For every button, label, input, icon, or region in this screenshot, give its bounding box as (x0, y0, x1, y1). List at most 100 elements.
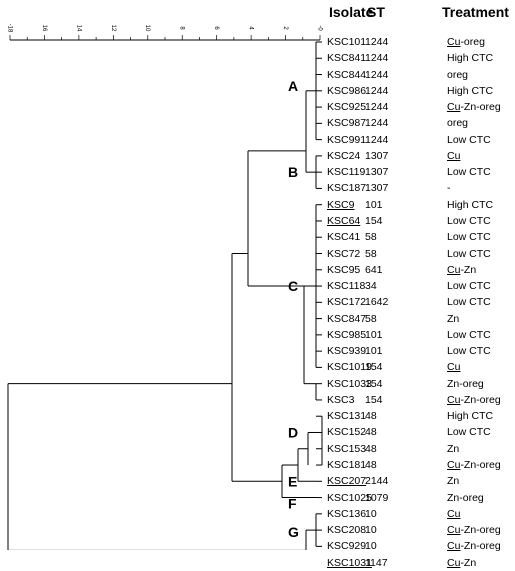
treatment: Cu-Zn-oreg (447, 392, 501, 408)
treatment: Cu-Zn-oreg (447, 538, 501, 554)
treatment-rest: High CTC (447, 410, 494, 423)
treatment: Low CTC (447, 213, 491, 229)
treatment: Cu (447, 148, 460, 164)
sequence-type: 10 (365, 540, 377, 553)
treatment-rest: -Zn-oreg (460, 459, 501, 472)
treatment-rest: -Zn-oreg (460, 540, 501, 553)
treatment-rest: Low CTC (447, 345, 491, 358)
isolate-name: KSC101 (327, 36, 367, 48)
treatment: Cu (447, 506, 460, 522)
treatment: High CTC (447, 408, 493, 424)
treatment-rest: oreg (447, 68, 469, 81)
treatment: oreg (447, 115, 468, 131)
cluster-label-f: F (288, 496, 297, 512)
treatment: Zn (447, 311, 459, 327)
treatment: Zn-oreg (447, 376, 484, 392)
isolate-name: KSC136 (327, 507, 367, 520)
treatment-underlined-part: Cu (447, 540, 461, 553)
treatment-rest: Low CTC (447, 296, 491, 309)
cluster-group-labels: ABCDEFGH (288, 78, 299, 540)
treatment: Cu-Zn (447, 262, 476, 278)
sequence-type: 1642 (365, 296, 389, 309)
dendrogram-branches (7, 41, 323, 550)
sequence-type: 101 (365, 345, 383, 358)
treatment-rest: - (447, 182, 451, 195)
sequence-type: 154 (365, 393, 383, 406)
treatment-rest: Zn (447, 442, 460, 455)
treatment-rest: -Zn-oreg (460, 101, 501, 114)
scale-tick-label: -0 (316, 25, 322, 31)
treatment-rest: Zn (447, 312, 460, 325)
isolate-name: KSC208 (327, 524, 367, 537)
sequence-type: 1244 (365, 133, 389, 146)
sequence-type: 48 (365, 426, 377, 439)
isolate-name: KSC207 (327, 475, 367, 488)
sequence-type: 48 (365, 442, 377, 455)
treatment: High CTC (447, 197, 493, 213)
sequence-type: 1307 (365, 166, 389, 179)
treatment-underlined-part: Cu (447, 149, 461, 162)
treatment-underlined-part: Cu (447, 507, 461, 520)
sequence-type: 154 (365, 214, 383, 227)
treatment: Zn (447, 473, 459, 489)
cluster-label-c: C (288, 278, 298, 294)
isolate-name: KSC153 (327, 442, 367, 455)
sequence-type: 154 (365, 377, 383, 390)
treatment-rest: Zn-oreg (447, 491, 484, 504)
scale-tick-label: -18 (6, 24, 12, 33)
treatment-underlined-part: Cu (447, 556, 461, 569)
sequence-type: 1307 (365, 182, 389, 195)
isolate-name: KSC986 (327, 84, 367, 97)
scale-tick-label: 12 (110, 25, 116, 32)
treatment: Low CTC (447, 294, 491, 310)
sequence-type: 48 (365, 459, 377, 472)
isolate-name: KSC844 (327, 68, 367, 81)
treatment-column-header: Treatment (442, 4, 509, 20)
sequence-type: 34 (365, 280, 377, 293)
treatment: - (447, 180, 451, 196)
scale-tick-label: 8 (179, 26, 185, 30)
treatment: Cu (447, 359, 460, 375)
scale-tick-label: 10 (144, 25, 150, 32)
isolate-name: KSC929 (327, 540, 367, 553)
isolate-name: KSC1025 (327, 491, 372, 504)
treatment: Low CTC (447, 343, 491, 359)
isolate-name: KSC1033 (327, 377, 372, 390)
cluster-label-g: G (288, 524, 299, 540)
treatment: Cu-Zn-oreg (447, 457, 501, 473)
treatment-rest: Zn (447, 475, 460, 488)
treatment-underlined-part: Cu (447, 459, 461, 472)
treatment-rest: Low CTC (447, 328, 491, 341)
isolate-name: KSC939 (327, 345, 367, 358)
treatment-rest: Low CTC (447, 231, 491, 244)
isolate-name: KSC181 (327, 459, 367, 472)
treatment-rest: Low CTC (447, 280, 491, 293)
isolate-name: KSC985 (327, 328, 367, 341)
sequence-type: 58 (365, 312, 377, 325)
treatment: Cu-Zn-oreg (447, 99, 501, 115)
scale-tick-label: 6 (213, 26, 219, 30)
treatment-rest: -Zn-oreg (460, 393, 501, 406)
isolate-name: KSC119 (327, 166, 366, 179)
isolate-name: KSC847 (327, 312, 367, 325)
treatment: Cu-Zn (447, 555, 476, 571)
treatment: Zn-oreg (447, 490, 484, 506)
treatment: Low CTC (447, 229, 491, 245)
treatment-rest: Zn-oreg (447, 377, 484, 390)
treatment: Low CTC (447, 132, 491, 148)
isolate-name: KSC3 (327, 393, 355, 406)
